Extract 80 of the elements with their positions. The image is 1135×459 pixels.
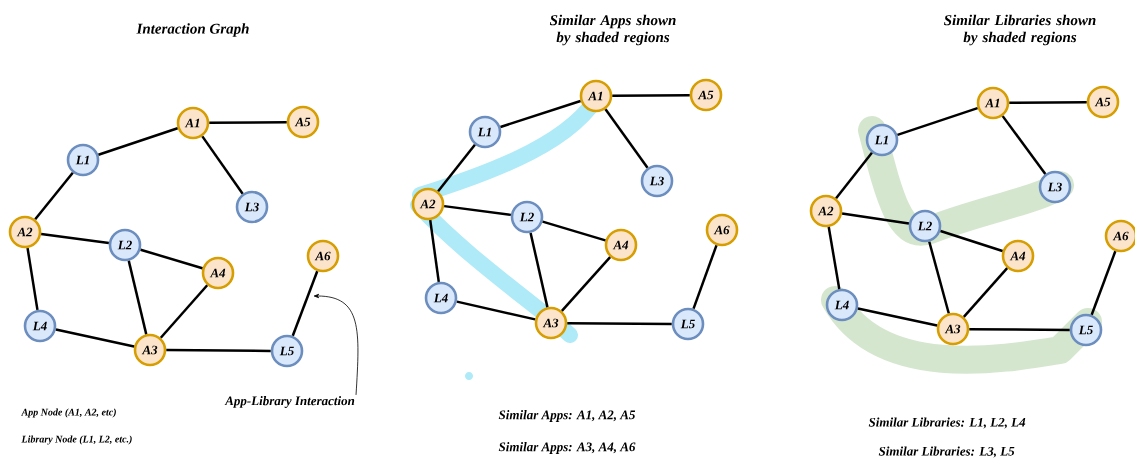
library-node: L4 <box>23 309 57 343</box>
connector-line <box>201 135 244 195</box>
connector-line <box>857 307 938 327</box>
library-node: L5 <box>270 334 304 368</box>
library-node: L1 <box>865 123 899 157</box>
connector-line <box>159 284 209 339</box>
connector-line <box>98 127 178 156</box>
connector-line <box>437 144 476 192</box>
connector-line <box>26 247 39 311</box>
connector-line <box>209 120 287 125</box>
connector-line <box>1090 250 1117 316</box>
app-node: A4 <box>201 256 235 290</box>
note-text: Library Node (L1, L2, etc.) <box>21 435 132 445</box>
connector-line <box>55 328 135 348</box>
connector-line <box>827 226 841 290</box>
library-node: L3 <box>640 164 674 198</box>
app-node: A4 <box>1001 239 1035 273</box>
connector-line <box>429 219 440 283</box>
app-node: A2 <box>411 187 445 221</box>
library-node: L2 <box>908 209 942 243</box>
app-node: A6 <box>705 213 739 247</box>
library-node: L2 <box>108 228 142 262</box>
connector-line <box>969 327 1070 332</box>
connector-line <box>444 204 511 217</box>
connector-line <box>1001 115 1047 175</box>
library-node: L3 <box>1038 170 1072 204</box>
connector-line <box>612 93 690 98</box>
note-text: Similar Libraries: L1, L2, L4 <box>868 417 1026 429</box>
panel-title: Similar Libraries shown by shaded regions <box>944 14 1096 46</box>
library-node: L2 <box>510 200 544 234</box>
app-node: A3 <box>936 312 970 346</box>
app-node: A5 <box>1086 85 1120 119</box>
connector-line <box>567 321 672 326</box>
connector-line <box>127 260 148 335</box>
library-node: L4 <box>825 288 859 322</box>
library-node: L3 <box>235 190 269 224</box>
panel-title: Similar Apps shown by shaded regions <box>549 14 676 46</box>
note-text: App Node (A1, A2, etc) <box>21 408 116 418</box>
app-node: A1 <box>579 79 613 113</box>
app-node: A4 <box>604 228 638 262</box>
connector-line <box>560 256 612 312</box>
note-text: Similar Libraries: L3, L5 <box>878 446 1015 458</box>
app-node: A1 <box>976 86 1010 120</box>
panel-title: Interaction Graph <box>136 23 249 37</box>
connector-line <box>940 229 1003 253</box>
app-node: A6 <box>306 239 340 273</box>
connector-line <box>841 212 910 225</box>
connector-line <box>34 171 74 221</box>
connector-line <box>692 244 718 310</box>
library-node: L4 <box>424 281 458 315</box>
connector-line <box>835 152 873 199</box>
connector-line <box>529 232 549 308</box>
library-node: L1 <box>66 143 100 177</box>
connector-line <box>140 248 203 270</box>
annotation-text: App-Library Interaction <box>224 396 355 408</box>
connector-line <box>962 267 1009 318</box>
note-text: Similar Apps: A1, A2, A5 <box>498 410 636 422</box>
app-node: A3 <box>133 333 167 367</box>
connector-line <box>166 348 271 353</box>
connector-line <box>456 300 536 321</box>
connector-line <box>928 241 950 314</box>
app-node: A3 <box>534 306 568 340</box>
app-node: A6 <box>1104 219 1135 253</box>
app-node: A5 <box>286 105 320 139</box>
connector-line <box>41 232 109 245</box>
leader-arrow <box>313 293 359 396</box>
connector-line <box>500 99 581 129</box>
app-node: A2 <box>8 215 42 249</box>
connector-line <box>1009 100 1087 105</box>
connector-line <box>542 220 606 242</box>
app-node: A2 <box>809 194 843 228</box>
library-node: L5 <box>671 307 705 341</box>
library-node: L1 <box>468 115 502 149</box>
library-node: L5 <box>1069 313 1103 347</box>
note-text: Similar Apps: A3, A4, A6 <box>498 442 636 454</box>
connector-line <box>291 270 319 337</box>
app-node: A5 <box>689 78 723 112</box>
connector-line <box>897 106 978 137</box>
connector-line <box>604 108 649 169</box>
app-node: A1 <box>176 106 210 140</box>
